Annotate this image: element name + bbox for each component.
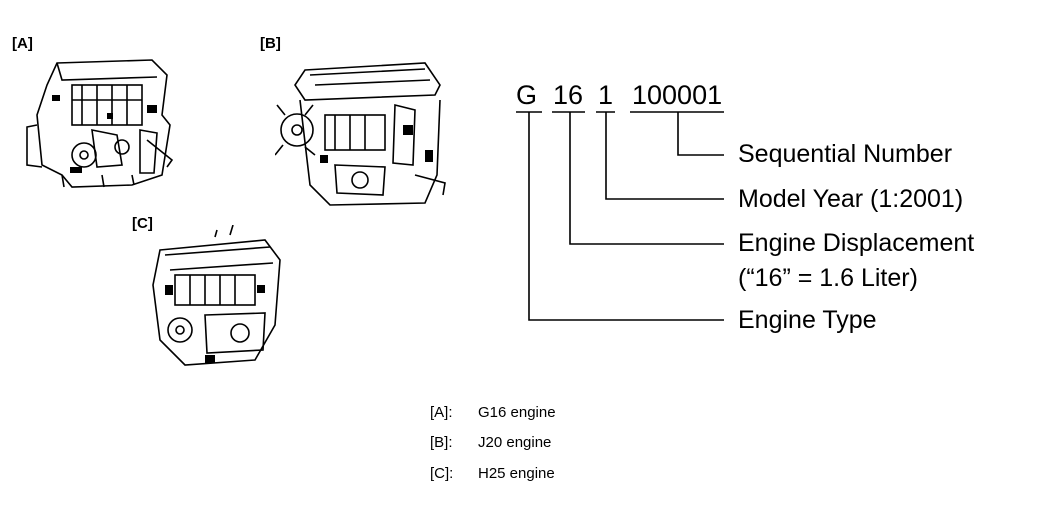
legend-row-a: [A]: G16 engine: [430, 404, 556, 421]
figure-label-b: [B]: [260, 35, 281, 52]
code-part-sequential: 100001: [632, 80, 723, 110]
desc-displacement-note: (“16” = 1.6 Liter): [738, 264, 918, 292]
engine-c-illustration: [152, 225, 281, 366]
desc-engine-displacement: Engine Displacement: [738, 229, 975, 257]
legend-key-c: [C]:: [430, 465, 454, 482]
legend-value-b: J20 engine: [478, 434, 552, 451]
figure-label-a: [A]: [12, 35, 33, 52]
leader-sequential: [677, 112, 724, 156]
engine-b-illustration: [275, 62, 446, 206]
legend-value-c: H25 engine: [478, 465, 555, 482]
legend-row-b: [B]: J20 engine: [430, 434, 551, 451]
leader-model-year: [605, 112, 724, 200]
code-part-displacement: 16: [553, 80, 584, 110]
legend-value-a: G16 engine: [478, 404, 556, 421]
legend-key-a: [A]:: [430, 404, 453, 421]
code-part-type: G: [516, 80, 538, 110]
desc-sequential-number: Sequential Number: [738, 140, 953, 168]
code-part-model-year: 1: [598, 80, 614, 110]
legend-row-c: [C]: H25 engine: [430, 465, 555, 482]
leader-displacement: [569, 112, 724, 245]
desc-engine-type: Engine Type: [738, 306, 877, 334]
leader-type: [528, 112, 724, 321]
legend-key-b: [B]:: [430, 434, 453, 451]
engine-a-illustration: [26, 59, 174, 188]
figure-label-c: [C]: [132, 215, 153, 232]
desc-model-year: Model Year (1:2001): [738, 185, 964, 213]
